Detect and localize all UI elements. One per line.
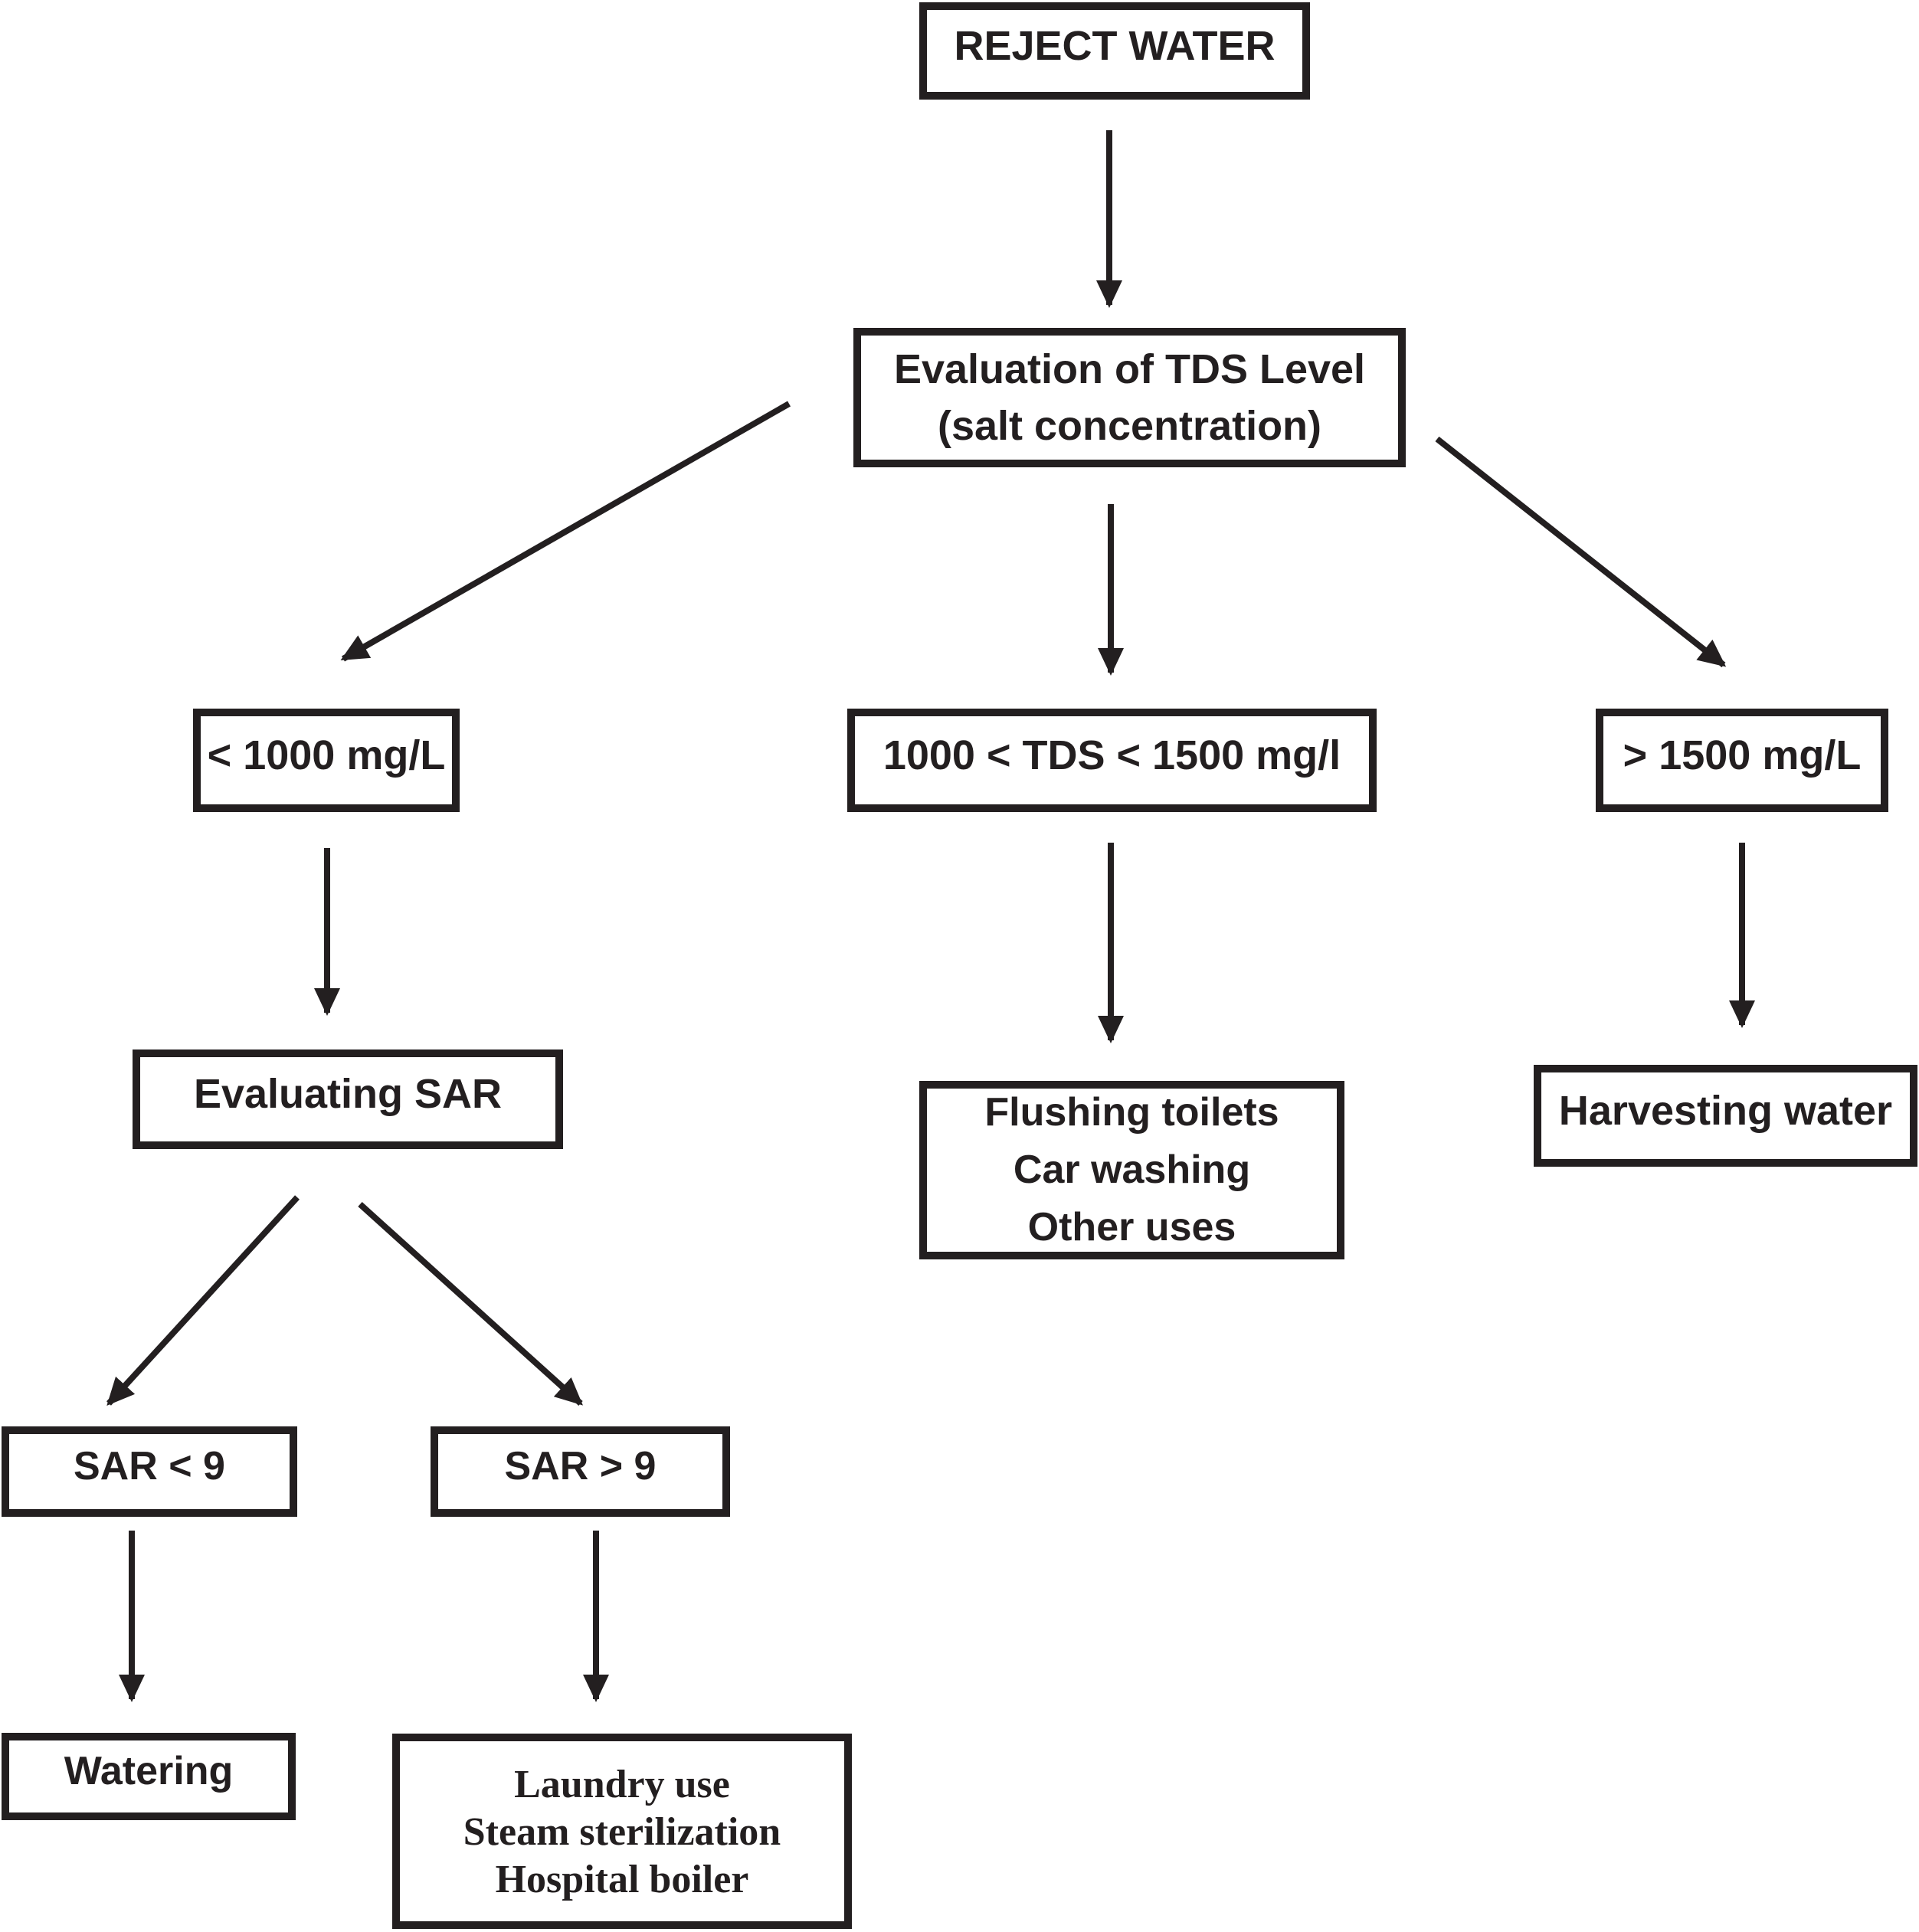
node-label-line1: Flushing toilets — [984, 1090, 1279, 1135]
node-label-line2: Steam sterilization — [463, 1810, 781, 1854]
node-label-line1: Laundry use — [514, 1763, 730, 1806]
node-evaluating-sar: Evaluating SAR — [133, 1050, 563, 1149]
arrow-evaluation-to-tds-high — [1435, 436, 1727, 668]
arrow-sar-to-sar-high — [358, 1202, 583, 1406]
node-sar-high-uses: Laundry use Steam sterilization Hospital… — [392, 1734, 852, 1929]
node-label-line2: (salt concentration) — [937, 403, 1322, 449]
node-tds-high: > 1500 mg/L — [1596, 709, 1888, 812]
arrow-evaluation-to-tds-low — [340, 401, 791, 662]
node-label: SAR > 9 — [504, 1444, 657, 1488]
node-harvesting-water: Harvesting water — [1534, 1065, 1917, 1167]
node-label-line1: Evaluation of TDS Level — [893, 346, 1366, 392]
node-label-line3: Other uses — [1027, 1205, 1236, 1249]
node-sar-low: SAR < 9 — [2, 1426, 297, 1517]
node-watering: Watering — [2, 1733, 296, 1820]
node-label-line3: Hospital boiler — [495, 1858, 749, 1901]
node-label: 1000 < TDS < 1500 mg/l — [883, 732, 1341, 778]
node-label: < 1000 mg/L — [207, 732, 446, 778]
node-tds-mid: 1000 < TDS < 1500 mg/l — [847, 709, 1377, 812]
node-label: Evaluating SAR — [193, 1071, 503, 1117]
node-mid-tds-uses: Flushing toilets Car washing Other uses — [919, 1081, 1344, 1259]
node-label: SAR < 9 — [74, 1444, 225, 1488]
node-label: Harvesting water — [1558, 1087, 1893, 1134]
node-tds-low: < 1000 mg/L — [193, 709, 460, 812]
node-reject-water: REJECT WATER — [919, 2, 1310, 100]
arrow-sar-to-sar-low — [106, 1195, 300, 1406]
node-label: > 1500 mg/L — [1623, 732, 1862, 778]
node-label-line2: Car washing — [1013, 1148, 1251, 1192]
node-label: REJECT WATER — [954, 22, 1276, 69]
node-label: Watering — [64, 1749, 234, 1793]
node-tds-evaluation: Evaluation of TDS Level (salt concentrat… — [853, 328, 1406, 467]
node-sar-high: SAR > 9 — [431, 1426, 730, 1517]
